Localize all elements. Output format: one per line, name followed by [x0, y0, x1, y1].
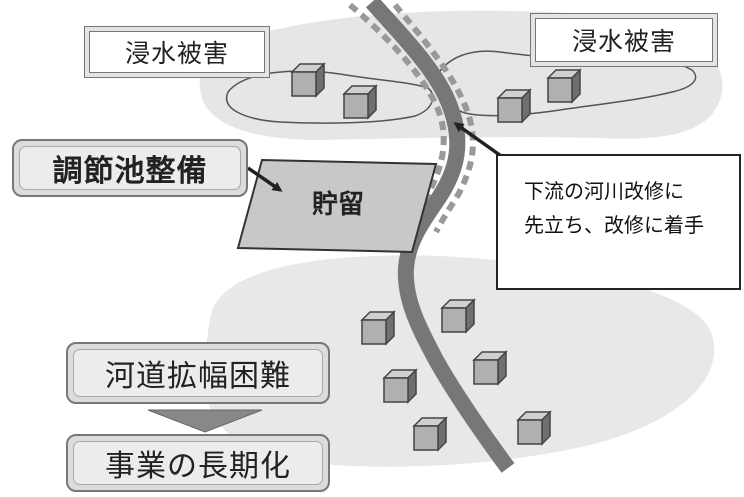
house-icon	[413, 417, 447, 451]
pond-arrow	[247, 166, 283, 192]
callout-line-2: 先立ち、改修に着手	[524, 213, 704, 237]
callout-arrow	[453, 122, 506, 160]
house-icon	[517, 411, 551, 445]
prolonged-project-text: 事業の長期化	[105, 449, 291, 484]
retention-pond	[236, 158, 438, 254]
down-arrow-icon	[147, 409, 263, 433]
inundation-outline-right	[436, 50, 697, 117]
house-icon	[441, 299, 475, 333]
flood-damage-text: 浸水被害	[571, 27, 676, 56]
retention-pond-label: 調節池整備	[12, 139, 248, 197]
flood-damage-label-left: 浸水被害	[84, 26, 270, 78]
channel-widening-difficulty-text: 河道拡幅困難	[105, 359, 291, 394]
storage-label: 貯留	[312, 190, 365, 220]
house-icon	[343, 85, 377, 119]
callout-box: 下流の河川改修に 先立ち、改修に着手	[496, 154, 741, 290]
lower-flood-area	[204, 255, 715, 467]
house-icon	[361, 311, 395, 345]
house-icon	[473, 351, 507, 385]
house-icon	[383, 369, 417, 403]
house-icon	[497, 89, 531, 123]
flood-damage-text: 浸水被害	[124, 39, 229, 68]
prolonged-project-box: 事業の長期化	[66, 434, 330, 492]
callout-line-1: 下流の河川改修に	[524, 179, 684, 203]
house-icon	[291, 63, 325, 97]
channel-widening-difficulty-box: 河道拡幅困難	[66, 342, 330, 404]
retention-pond-text: 調節池整備	[52, 154, 208, 189]
flood-damage-label-right: 浸水被害	[530, 13, 718, 67]
house-icon	[547, 69, 581, 103]
